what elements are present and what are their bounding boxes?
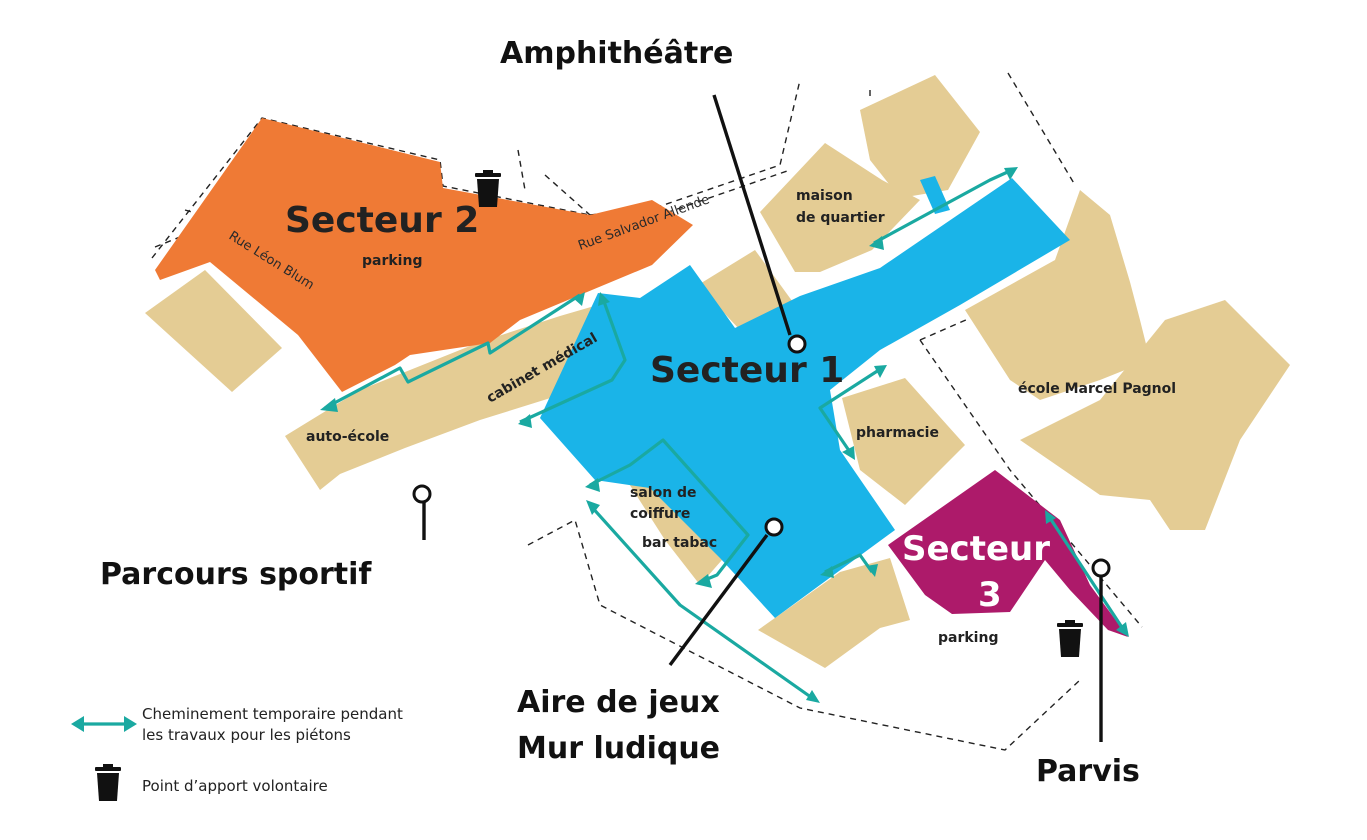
bar-tabac-label: bar tabac	[642, 535, 717, 551]
parvis-label: Parvis	[1036, 754, 1140, 789]
ecole-label: école Marcel Pagnol	[1018, 381, 1176, 397]
parcours-marker	[412, 484, 432, 504]
amphitheatre-marker	[787, 334, 807, 354]
callout-lines	[412, 94, 1111, 742]
buildings	[145, 75, 1290, 668]
parking-s2-label: parking	[362, 253, 422, 269]
sector-2-area	[155, 118, 693, 392]
legend-walkway-line1: Cheminement temporaire pendant	[142, 705, 403, 723]
parking-s3-label: parking	[938, 630, 998, 646]
maison-label-2: de quartier	[796, 210, 885, 226]
legend-bin: Point d’apport volontaire	[142, 777, 328, 795]
legend-walkway-line2: les travaux pour les piétons	[142, 726, 351, 744]
maison-label-1: maison	[796, 188, 853, 204]
legend: Cheminement temporaire pendant les trava…	[71, 705, 403, 801]
sector-2-label: Secteur 2	[285, 200, 479, 241]
auto-ecole-label: auto-école	[306, 429, 389, 445]
amphitheatre-label: Amphithéâtre	[500, 36, 733, 71]
pharmacie-label: pharmacie	[856, 425, 939, 441]
aire-de-jeux-label-2: Mur ludique	[517, 731, 720, 766]
sector-3-area	[888, 470, 1128, 637]
salon-label-2: coiffure	[630, 506, 690, 522]
parcours-sportif-label: Parcours sportif	[100, 557, 372, 592]
double-arrow-icon	[71, 716, 137, 732]
sector-1-label: Secteur 1	[650, 350, 844, 391]
parvis-marker	[1091, 558, 1111, 578]
temporary-walkways	[320, 167, 1129, 703]
trash-bin-icon	[1057, 620, 1083, 657]
sector-3-label-1: Secteur	[902, 529, 1050, 569]
trash-bin-icon	[95, 764, 121, 801]
aire-de-jeux-marker	[764, 517, 784, 537]
sector-3-label-2: 3	[978, 575, 1002, 615]
aire-de-jeux-label-1: Aire de jeux	[517, 685, 720, 720]
salon-label-1: salon de	[630, 485, 697, 501]
